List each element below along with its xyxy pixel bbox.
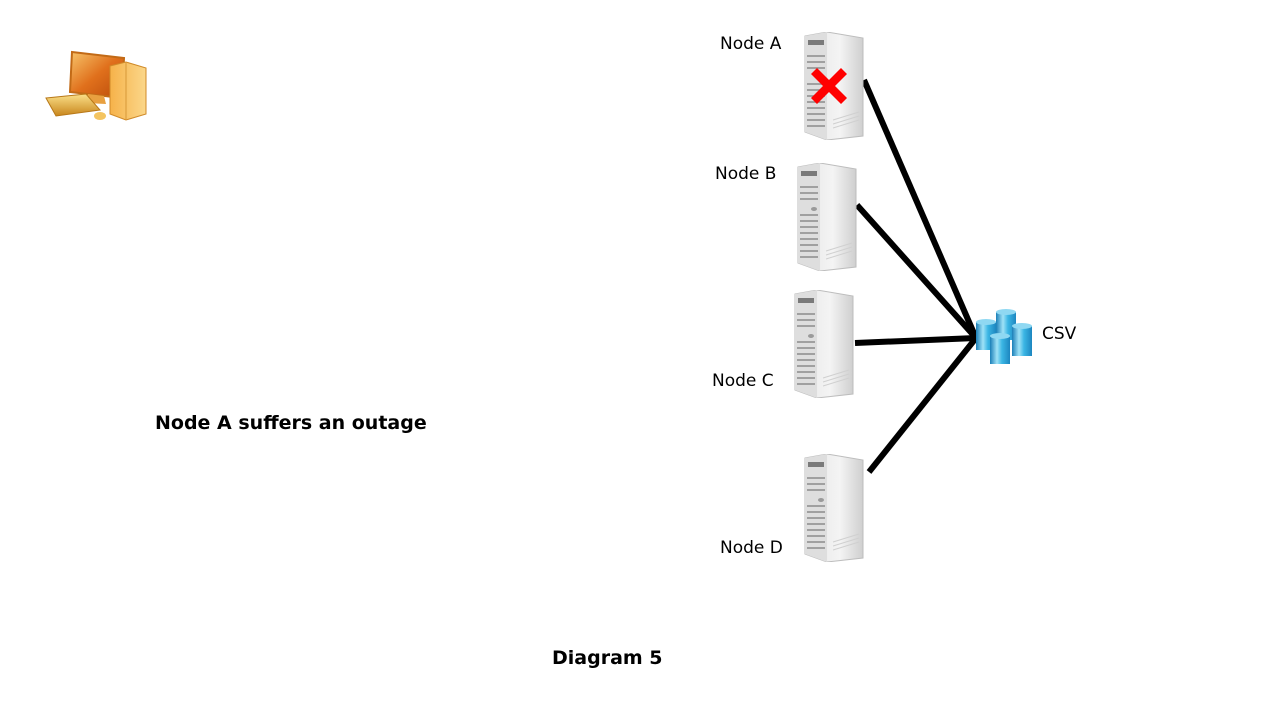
link-node-a-csv: [861, 78, 979, 340]
server-icon: [794, 289, 854, 399]
server-icon: [804, 453, 864, 563]
node-c-label: Node C: [712, 371, 774, 391]
link-node-d-csv: [866, 336, 979, 474]
diagram-caption: Diagram 5: [552, 647, 663, 669]
desktop-computer-icon: [42, 48, 160, 124]
outage-annotation: Node A suffers an outage: [155, 412, 427, 434]
node-d-label: Node D: [720, 538, 783, 558]
server-node-a: [803, 31, 865, 141]
server-node-c: [793, 289, 855, 399]
node-a-label: Node A: [720, 34, 782, 54]
server-icon: [797, 162, 857, 272]
server-node-b: [796, 162, 858, 272]
server-icon: [804, 31, 864, 141]
csv-label: CSV: [1042, 324, 1077, 344]
node-b-label: Node B: [715, 164, 777, 184]
failure-x-icon: [811, 68, 847, 104]
database-cylinders-icon: [974, 308, 1036, 368]
link-node-c-csv: [854, 335, 977, 346]
server-node-d: [803, 453, 865, 563]
link-node-b-csv: [854, 202, 979, 341]
